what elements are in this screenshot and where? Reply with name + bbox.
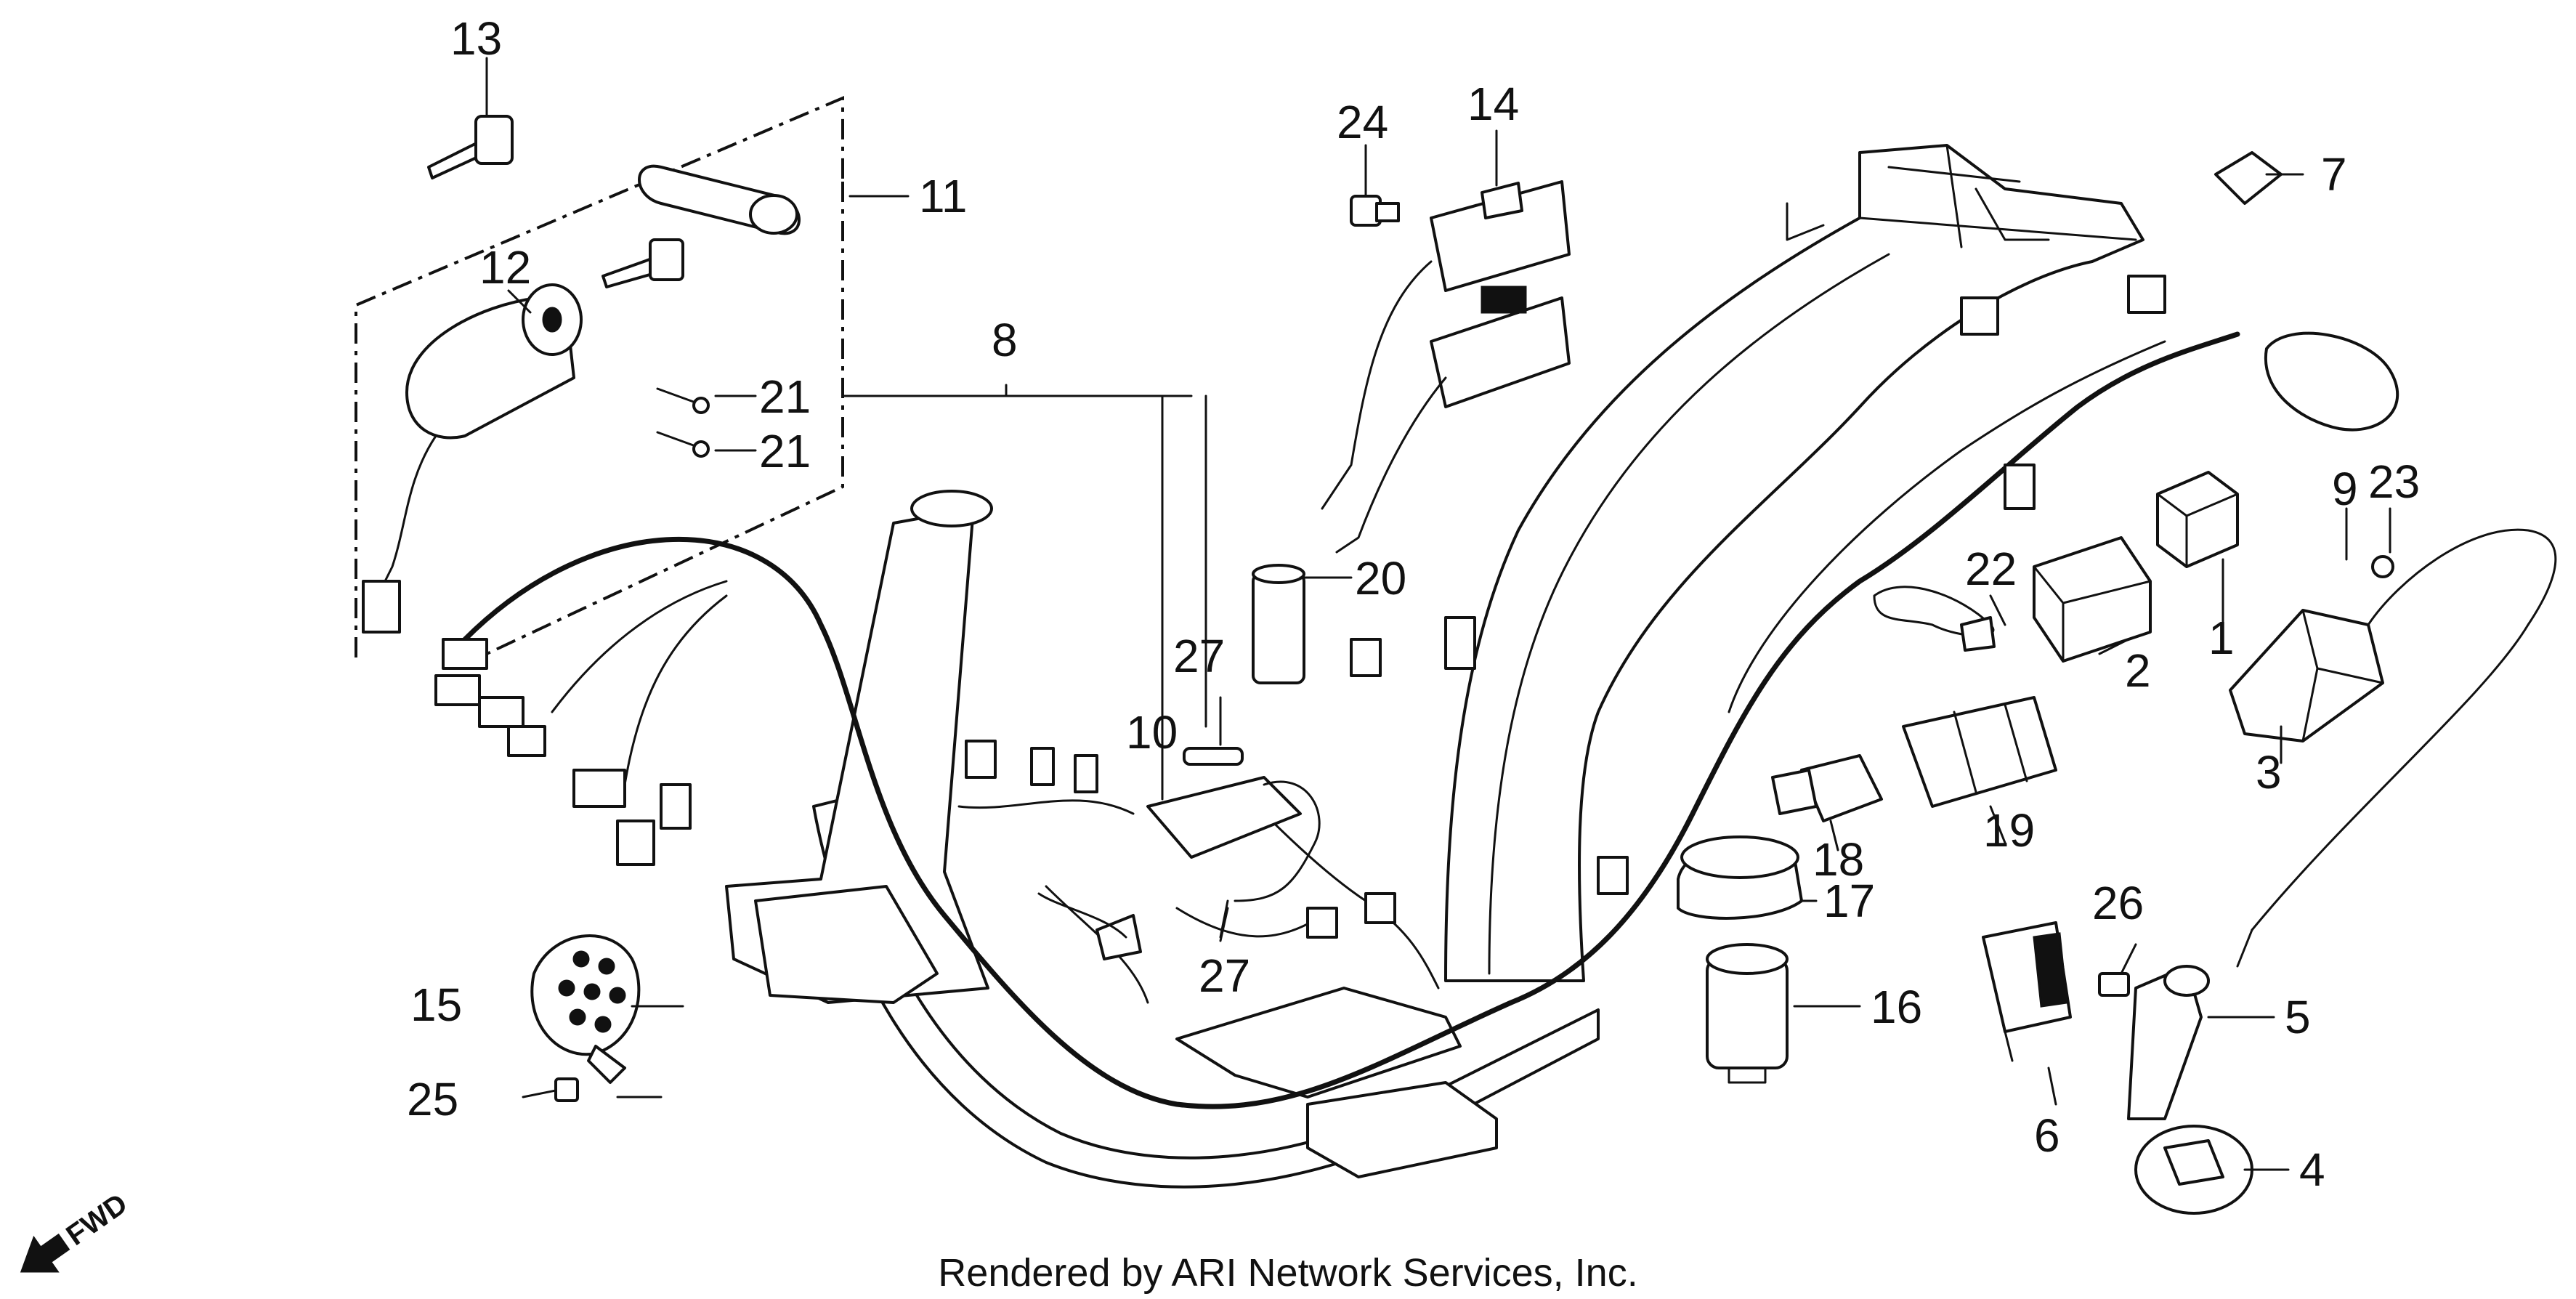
frame-body	[725, 144, 2144, 1189]
harness-main-run	[462, 331, 2240, 1109]
label-10: 10	[1126, 706, 1178, 758]
label-26: 26	[2092, 877, 2144, 929]
label-9: 9	[2332, 463, 2358, 515]
label-15: 15	[410, 979, 462, 1031]
part-10-relay-board	[1037, 747, 1321, 960]
frame-down-tube	[725, 507, 989, 1004]
label-16: 16	[1871, 981, 1922, 1033]
part-27-clip-upper	[1183, 747, 1244, 766]
label-27-lower: 27	[1199, 950, 1250, 1002]
part-13-key	[427, 115, 514, 179]
harness-branch-rear	[1728, 340, 2166, 713]
label-27-upper: 27	[1173, 630, 1225, 682]
label-14: 14	[1467, 78, 1519, 130]
label-4: 4	[2299, 1144, 2325, 1196]
part-7-connector	[2214, 151, 2283, 205]
forward-label: FWD	[60, 1188, 133, 1252]
harness-branch-left	[551, 580, 728, 786]
part-19-fuse-box	[1902, 696, 2057, 808]
part-14-light-unit	[1321, 180, 1571, 554]
part-4-grommet	[2134, 1125, 2253, 1215]
part-20-capacitor	[1252, 564, 1305, 684]
part-9-ignition-coil	[2229, 528, 2557, 968]
part-6-regulator	[1982, 921, 2072, 1062]
forward-arrow-icon	[20, 1233, 70, 1273]
rear-tail-canister	[2264, 331, 2399, 432]
floor-step	[1306, 1081, 1498, 1178]
fender-rib	[1786, 187, 2050, 241]
label-21-upper: 21	[759, 371, 811, 423]
part-15-horn	[530, 934, 641, 1084]
part-18-connector	[1771, 754, 1883, 822]
label-1: 1	[2208, 612, 2235, 664]
part-16-canister	[1706, 943, 1789, 1084]
label-12: 12	[479, 241, 531, 294]
part-25-bolt	[522, 1077, 579, 1102]
label-2: 2	[2125, 644, 2151, 697]
label-5: 5	[2285, 991, 2311, 1043]
forward-direction-indicator: FWD	[20, 1188, 133, 1273]
label-6: 6	[2034, 1109, 2060, 1162]
label-19: 19	[1983, 804, 2035, 857]
part-11-ignition-kit	[355, 95, 844, 657]
part-17-band	[1677, 835, 1803, 920]
leader-lines	[485, 57, 2391, 1171]
part-26-bolt	[2098, 972, 2130, 997]
steering-head	[910, 490, 993, 527]
fender-inner-edge	[1488, 253, 1890, 975]
label-24: 24	[1337, 96, 1388, 148]
label-3: 3	[2256, 746, 2282, 798]
label-20: 20	[1355, 552, 1406, 604]
harness-connectors	[434, 275, 2166, 939]
wire-harness	[434, 275, 2240, 1109]
label-23: 23	[2368, 456, 2420, 508]
part-24-bolt	[1350, 195, 1400, 227]
kit-boundary	[355, 95, 844, 657]
label-11: 11	[919, 170, 967, 222]
label-18: 18	[1812, 833, 1864, 886]
label-13: 13	[450, 12, 502, 65]
part-21-screws	[656, 387, 710, 458]
part-22-strap	[1873, 586, 1996, 652]
harness-branch-regulator	[1045, 885, 1324, 1004]
part-23-bolt	[2371, 555, 2394, 578]
part-number-labels: 13 11 12 21 21 24 14 8 20 27 10 27 15 25…	[407, 12, 2420, 1196]
part-2-relay	[2033, 536, 2152, 663]
label-8: 8	[992, 314, 1018, 366]
label-25: 25	[407, 1073, 458, 1125]
label-21-lower: 21	[759, 425, 811, 477]
render-credit: Rendered by ARI Network Services, Inc.	[938, 1251, 1637, 1295]
part-1-relay	[2156, 471, 2239, 568]
label-17: 17	[1823, 875, 1875, 927]
label-7: 7	[2321, 148, 2347, 201]
label-22: 22	[1965, 543, 2017, 595]
frame-lower-plate	[754, 885, 939, 1004]
floor-tab	[1175, 987, 1462, 1098]
part-12-ignition-switch	[362, 283, 583, 634]
part-5-plug-cap	[2127, 965, 2210, 1120]
